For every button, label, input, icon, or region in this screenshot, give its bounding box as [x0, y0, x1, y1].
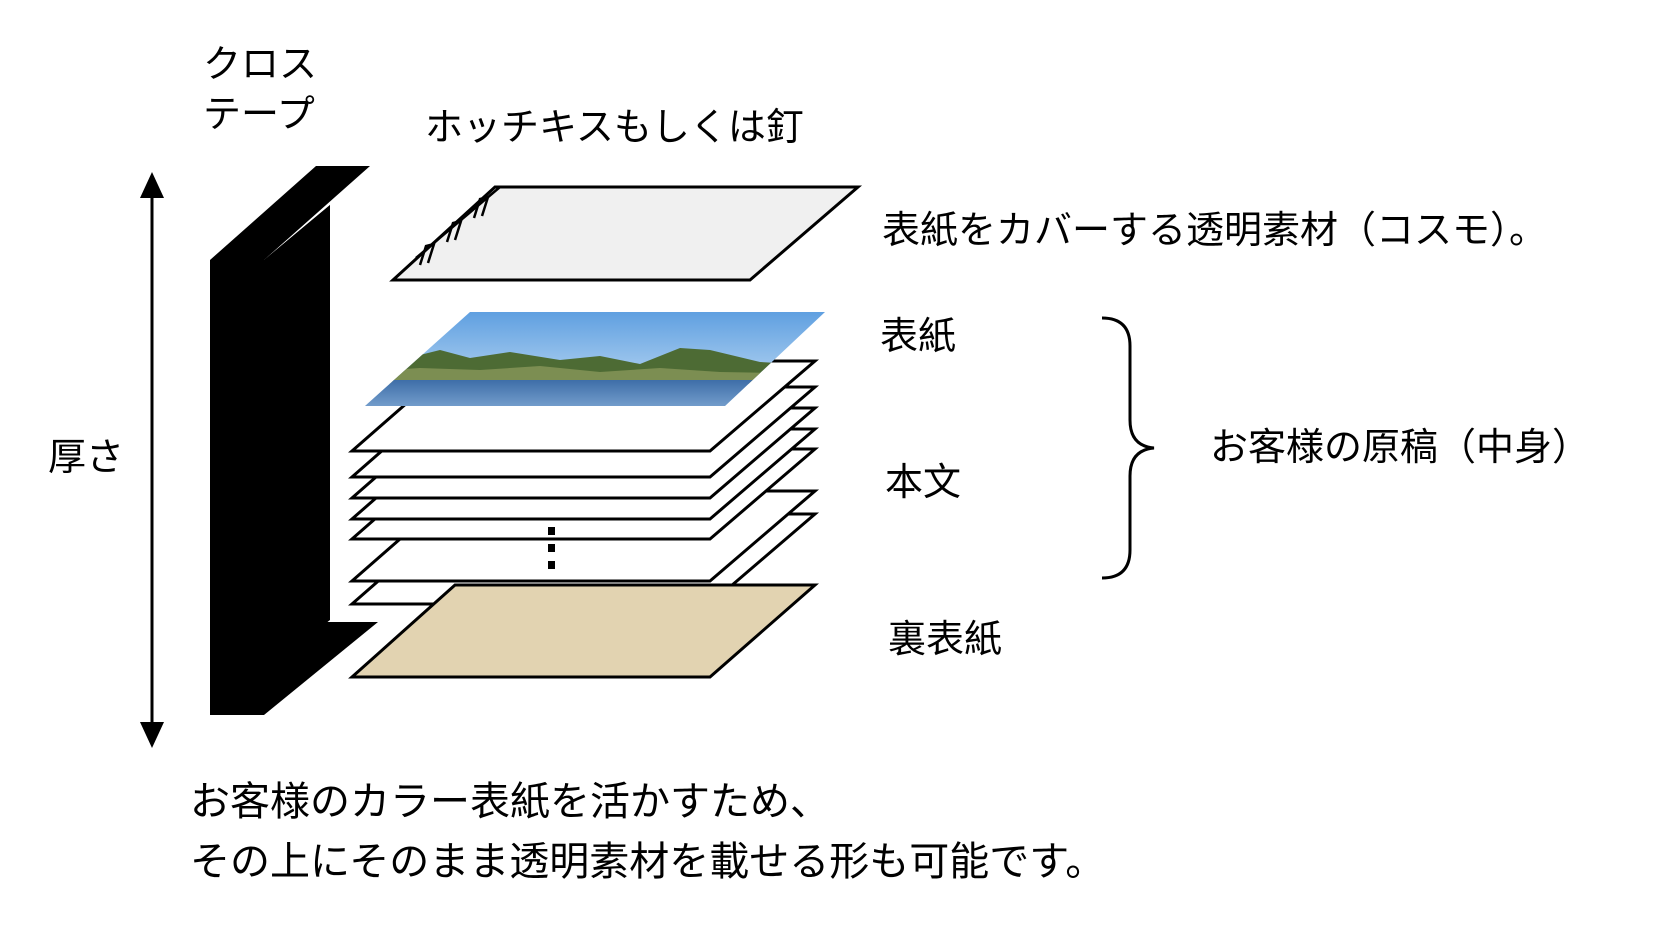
cross-tape [210, 166, 378, 715]
front-cover-label: 表紙 [880, 314, 957, 358]
clear-film-sheet [389, 185, 863, 282]
thickness-label: 厚さ [48, 435, 125, 479]
body-text-label: 本文 [885, 460, 962, 504]
caption-line1: お客様のカラー表紙を活かすため、 [190, 779, 830, 825]
ellipsis-icon [548, 527, 555, 569]
body-pages [348, 359, 820, 606]
cross-tape-label-line1: クロス [203, 42, 318, 86]
thickness-arrow [140, 172, 164, 748]
back-cover-sheet [348, 583, 819, 679]
customer-content-brace [1101, 316, 1155, 580]
staple-icon [415, 186, 501, 266]
back-cover-label: 裏表紙 [888, 617, 1003, 661]
customer-content-label: お客様の原稿（中身） [1210, 425, 1591, 469]
caption-line2: その上にそのまま透明素材を載せる形も可能です。 [190, 839, 1106, 885]
staple-label: ホッチキスもしくは釘 [425, 105, 804, 149]
cross-tape-label-line2: テープ [203, 92, 315, 136]
cover-film-label: 表紙をカバーする透明素材（コスモ）。 [882, 208, 1548, 252]
front-cover-photo [365, 312, 825, 406]
